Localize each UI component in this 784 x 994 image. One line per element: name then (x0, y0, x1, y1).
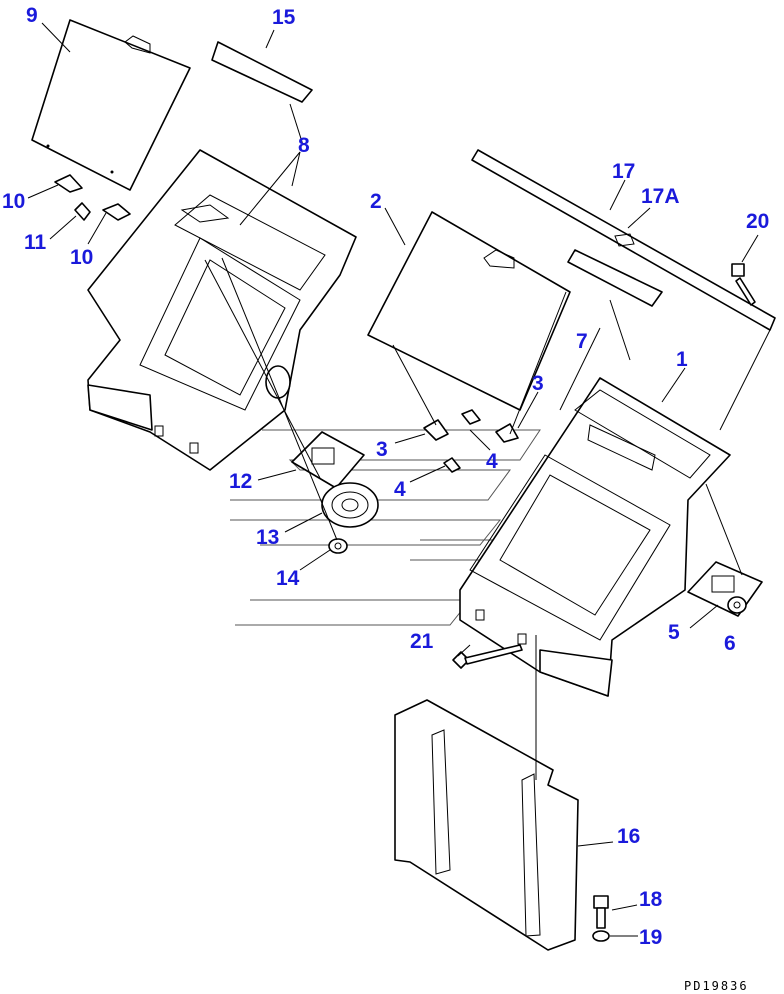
part-12-speaker-grille (291, 431, 365, 489)
part-14-nut (328, 538, 348, 554)
callout-9: 9 (26, 4, 38, 27)
callout-12: 12 (229, 470, 252, 493)
callout-17: 17 (612, 160, 635, 183)
part-3-hinge-left (423, 419, 449, 441)
part-10-hinge-left (54, 174, 83, 193)
callout-labels: 9 15 8 10 11 10 2 17 17A 20 7 1 3 3 4 4 … (2, 4, 769, 949)
part-20-bolt (731, 263, 756, 306)
drawing-code: PD19836 (684, 979, 749, 993)
callout-15: 15 (272, 6, 296, 29)
part-21-bolt (452, 644, 523, 669)
callout-17a: 17A (641, 185, 680, 208)
part-6-washer (727, 596, 747, 614)
callout-3-left: 3 (376, 438, 388, 461)
callout-18: 18 (639, 888, 663, 911)
part-18-bolt (593, 895, 609, 929)
part-7-cover-plate (567, 249, 663, 307)
callout-14: 14 (276, 567, 300, 590)
callout-10-left: 10 (2, 190, 25, 213)
callout-5: 5 (668, 621, 680, 644)
callout-4-upper: 4 (486, 450, 498, 473)
part-10-hinge-right (102, 203, 131, 221)
part-8-console-box-left (87, 149, 357, 471)
callout-3-right: 3 (532, 372, 544, 395)
part-15-cover-strip (211, 41, 313, 103)
part-4-screw-lower (443, 457, 461, 473)
part-11-clip (74, 202, 91, 221)
part-3-hinge-right (495, 423, 519, 443)
callout-8: 8 (298, 134, 310, 157)
callout-6: 6 (724, 632, 736, 655)
callout-19: 19 (639, 926, 662, 949)
leader-lines (27, 22, 771, 937)
part-9-lid-upper (31, 19, 191, 191)
part-1-console-box-right (459, 377, 731, 697)
callout-10-right: 10 (70, 246, 93, 269)
callout-2: 2 (370, 190, 382, 213)
part-17-trim-strip (471, 149, 776, 331)
part-13-speaker (321, 482, 379, 528)
callout-21: 21 (410, 630, 434, 653)
part-5-speaker-grille-right (687, 561, 763, 617)
part-16-base-plate (394, 699, 579, 951)
callout-13: 13 (256, 526, 279, 549)
callout-16: 16 (617, 825, 640, 848)
part-4-screw-upper (461, 409, 481, 425)
callout-7: 7 (576, 330, 588, 353)
callout-20: 20 (746, 210, 769, 233)
callout-11: 11 (24, 231, 47, 254)
part-19-washer (592, 930, 610, 942)
callout-1: 1 (676, 348, 688, 371)
part-2-lid-right (367, 211, 571, 411)
callout-4-lower: 4 (394, 478, 406, 501)
